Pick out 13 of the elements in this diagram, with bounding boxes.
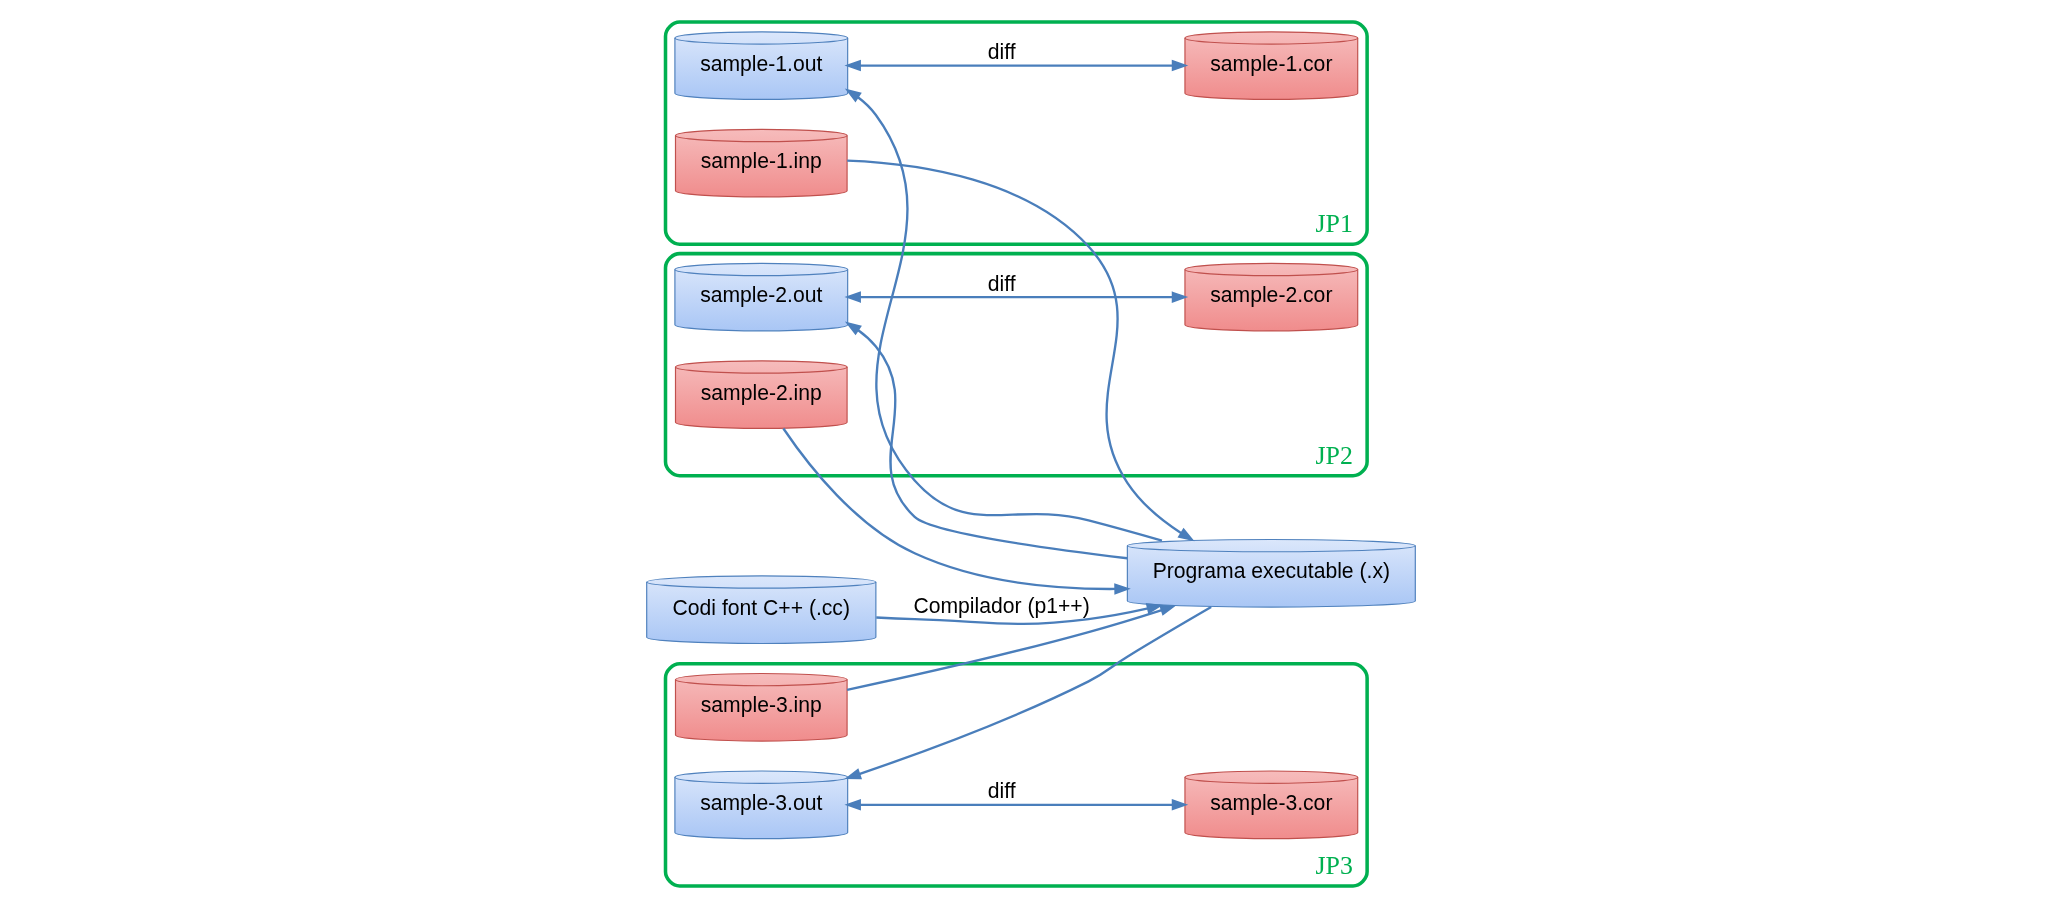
edge-label: diff xyxy=(987,40,1016,64)
arrow xyxy=(847,159,1195,542)
arrow xyxy=(782,427,1131,595)
arrow xyxy=(844,799,1189,811)
arrow xyxy=(844,59,1189,72)
edge-label: diff xyxy=(987,271,1016,295)
arrow xyxy=(844,321,1128,560)
arrow xyxy=(844,606,1212,780)
arrow xyxy=(846,604,1177,691)
arrow xyxy=(844,88,1163,542)
arrow xyxy=(844,291,1189,303)
edge-label: Compilador (p1++) xyxy=(913,593,1090,617)
edge-label: diff xyxy=(987,779,1016,803)
